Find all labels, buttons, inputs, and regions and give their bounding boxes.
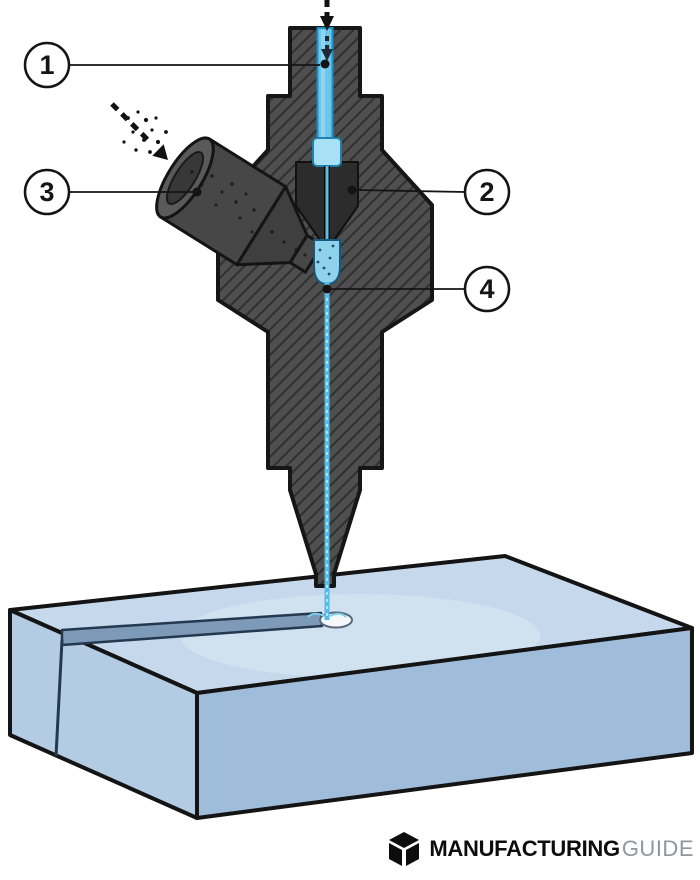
water-flow-arrow [320,0,334,31]
logo-brand-bold: MANUFACTURING [429,836,620,861]
water-flow-arrow-inner [321,36,333,61]
mixing-chamber-speckles [316,244,335,276]
callout-3-label: 3 [39,177,54,207]
brand-logo: MANUFACTURING GUIDE [386,830,694,868]
jet-splash [307,612,347,618]
logo-text: MANUFACTURING GUIDE [429,836,694,862]
workpiece [8,554,694,820]
callout-4: 4 [322,265,511,313]
kerf-side-cut-line [54,639,64,757]
callout-1: 1 [23,41,330,89]
workpiece-top-highlight [180,594,540,678]
callout-4-label: 4 [479,274,494,304]
abrasive-flow-arrow [110,102,168,160]
logo-icon [389,832,420,866]
tube-fitting [312,137,342,167]
water-tube-highlight [321,30,325,140]
abrasive-grit-speckles [190,170,307,257]
callout-2: 2 [347,168,511,216]
callout-2-label: 2 [479,177,494,207]
mixing-chamber [313,239,341,286]
logo-brand-light: GUIDE [621,836,694,861]
callout-1-label: 1 [39,50,54,80]
workpiece-front-face [195,626,694,820]
water-inlet-tube [312,27,342,242]
cutting-head [122,26,434,620]
callout-3: 3 [23,168,202,216]
